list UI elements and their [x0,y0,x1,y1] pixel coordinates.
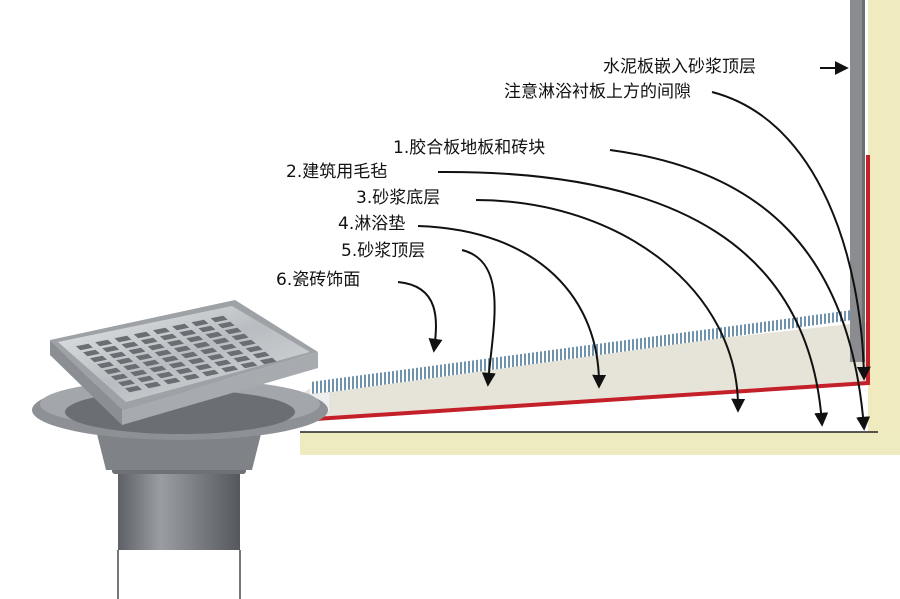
grate-hole [179,329,197,337]
label-layer6: 6.瓷砖饰面 [276,270,361,290]
grate-hole [205,331,223,339]
grate-hole [166,339,184,347]
grate-hole [240,361,258,369]
label-layer5: 5.砂浆顶层 [341,241,426,261]
grate-hole [173,345,191,353]
grate-hole [233,355,251,363]
label-layer1: 1.胶合板地板和砖块 [393,138,546,158]
label-layer3: 3.砂浆底层 [356,188,441,208]
grate-hole [161,355,179,363]
grate-hole [147,343,165,351]
grate-hole [180,351,198,359]
grate-hole [110,373,128,381]
label-layer2: 2.建筑用毛毡 [286,162,388,182]
grate-hole [194,363,212,371]
floor-drain-icon [32,300,328,599]
grate-hole [128,347,146,355]
grate-hole [201,369,219,377]
grate-hole [219,343,237,351]
grate-hole [186,335,204,343]
grate-hole [117,379,135,387]
plywood-subfloor [300,432,900,455]
label-cement-board: 水泥板嵌入砂浆顶层 [603,57,756,77]
grate-hole [142,359,160,367]
grate-hole [89,355,107,363]
grate-hole [221,365,239,373]
grate-hole [96,361,114,369]
grate-hole [75,343,93,351]
grate-hole [137,375,155,383]
grate-hole [224,327,242,335]
arrow-gap-note [711,91,871,381]
arrow-layer3 [475,199,746,413]
grate-hole [156,371,174,379]
grate-hole [259,357,277,365]
grate-hole [207,353,225,361]
grate-hole [123,363,141,371]
shower-pan-liner [299,155,870,422]
grate-hole [116,357,134,365]
tile-finish [310,310,852,395]
grate-hole [175,367,193,375]
grate-hole [198,325,216,333]
grate-hole [212,337,230,345]
grate-hole [252,351,270,359]
arrow-layer6 [397,281,443,353]
grate-hole [168,361,186,369]
grate-hole [191,319,209,327]
grate-hole [102,345,120,353]
grate-hole [144,381,162,389]
grate-hole [103,367,121,375]
grate-hole [124,385,142,393]
grate-hole [200,347,218,355]
grate-hole [226,349,244,357]
grate-hole [231,333,249,341]
grate-hole [214,359,232,367]
grate-hole [95,339,113,347]
grate-hole [109,351,127,359]
grate-hole [182,373,200,381]
cement-board [850,0,864,362]
grate-hole [154,349,172,357]
grate-hole [217,321,235,329]
grate-hole [82,349,100,357]
grate-hole [238,339,256,347]
arrow-layer2 [437,170,829,427]
grate-hole [133,331,151,339]
grate-hole [163,377,181,385]
label-layer4: 4.淋浴垫 [338,214,406,234]
arrow-layer1 [609,149,871,431]
grate-hole [149,365,167,373]
mortar-bed [300,322,868,422]
wall-stud [868,0,900,455]
arrow-layer5 [461,249,496,387]
grate-hole [245,345,263,353]
arrow-layer4 [417,225,607,389]
grate-hole [114,335,132,343]
grate-hole [130,369,148,377]
grate-hole [152,327,170,335]
grate-hole [140,337,158,345]
grate-hole [135,353,153,361]
grate-hole [210,315,228,323]
grate-hole [159,333,177,341]
grate-hole [172,323,190,331]
grate-hole [193,341,211,349]
label-gap-note: 注意淋浴衬板上方的间隙 [504,82,691,102]
grate-hole [187,357,205,365]
grate-hole [121,341,139,349]
